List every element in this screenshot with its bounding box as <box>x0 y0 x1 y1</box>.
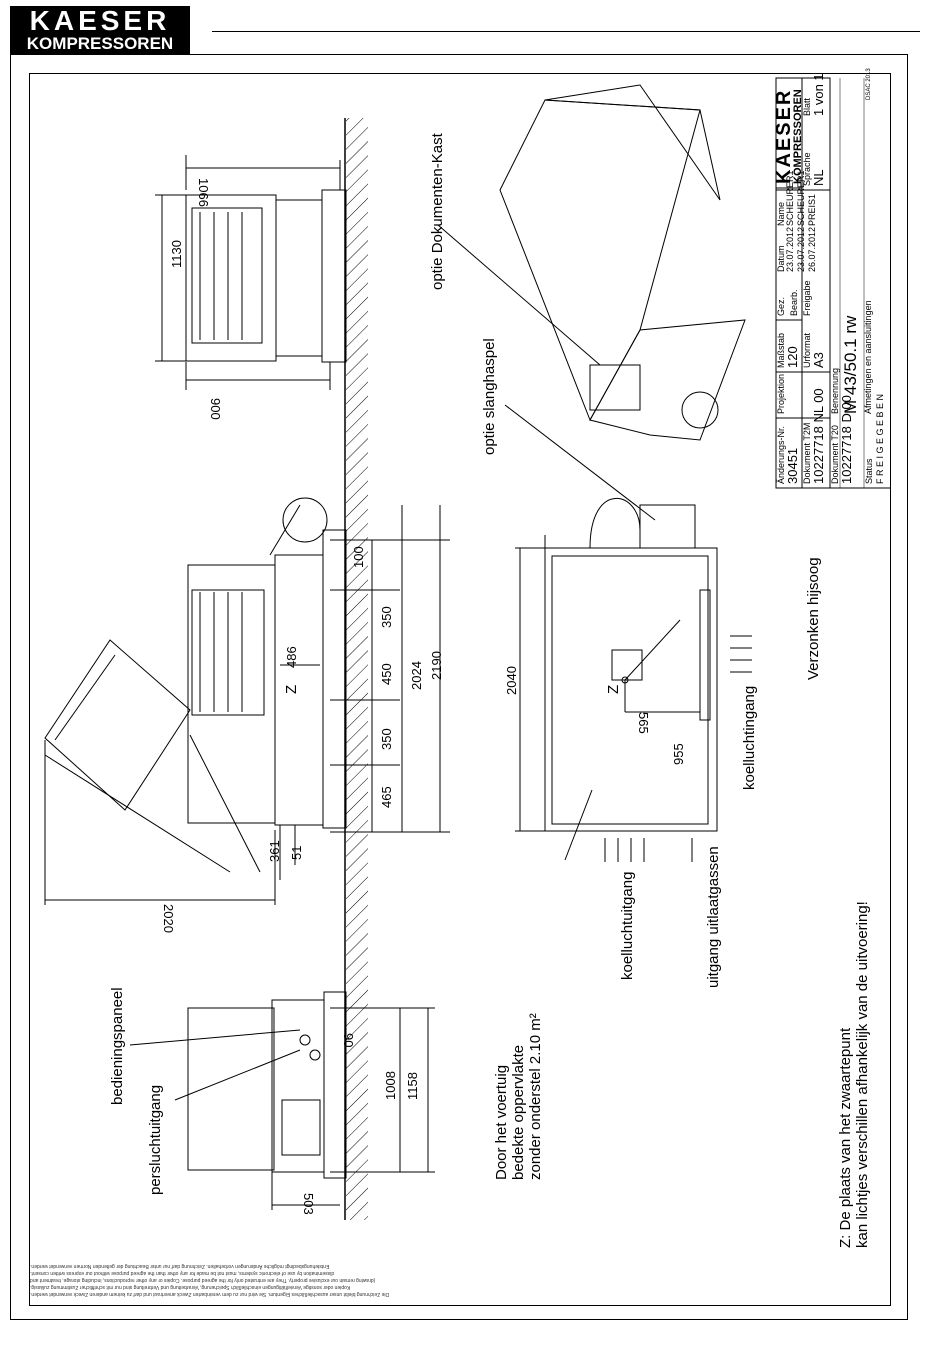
z-marker-side: Z <box>283 684 300 694</box>
tb-status: F R E I G E G E B E N <box>875 393 885 484</box>
logo-line2: KOMPRESSOREN <box>26 34 174 53</box>
dim-450: 450 <box>379 663 394 685</box>
tb-projektion-label: Projektion <box>776 373 786 414</box>
dim-1066: 1066 <box>196 178 211 207</box>
isometric-view <box>437 84 746 521</box>
dim-100: 100 <box>351 546 366 568</box>
dim-465: 465 <box>379 786 394 808</box>
tb-name3: PREIS1 <box>807 193 817 226</box>
front-view <box>155 155 347 390</box>
tb-row-freigabe: Freigabe <box>802 280 812 316</box>
label-persluchtuitgang: persluchtuitgang <box>147 1084 164 1195</box>
dim-565: 565 <box>636 712 651 734</box>
tb-dokument-t2m: 10227718 NL 00 <box>811 388 826 484</box>
label-bedieningspaneel: bedieningspaneel <box>109 987 126 1105</box>
label-slanghaspel: optie slanghaspel <box>481 338 498 455</box>
dim-2020: 2020 <box>161 904 176 933</box>
tb-benennung: M 43/50.1 rw <box>841 315 860 414</box>
tb-blatt: 1 von 1 <box>811 73 826 116</box>
label-koelluchtuitgang: koelluchtuitgang <box>619 871 636 980</box>
disclaimer-line-5: Entstehungsbedingt mögliche Änderungen v… <box>30 1263 330 1269</box>
disclaimer-line-2: Kopien oder sonstige Vervielfältigungen … <box>30 1284 351 1290</box>
ground-wall <box>344 118 368 1220</box>
disclaimer-line-1: Die Zeichnung bleibt unser ausschließlic… <box>30 1291 390 1297</box>
dim-2040: 2040 <box>504 666 519 695</box>
title-block <box>775 77 890 489</box>
dim-350b: 350 <box>379 728 394 750</box>
disclaimer: Die Zeichnung bleibt unser ausschließlic… <box>30 1262 892 1297</box>
tb-datum2: 23.07.2012 <box>796 226 806 272</box>
tb-row-bearb: Bearb. <box>789 289 799 316</box>
dim-900: 900 <box>208 398 223 420</box>
dim-2190: 2190 <box>429 651 444 680</box>
plan-view <box>515 498 752 862</box>
disclaimer-line-3: (drawing remain our exclusive property. … <box>30 1277 376 1283</box>
z-marker-plan: Z <box>605 684 622 694</box>
dim-51: 51 <box>289 845 304 860</box>
logo-line1: KAESER <box>29 5 171 36</box>
tb-status-label: Status <box>864 458 874 484</box>
tb-datum3: 26.07.2012 <box>807 226 817 272</box>
tb-row-gez: Gez. <box>776 296 786 316</box>
header-rule <box>212 31 920 32</box>
label-zwaartepunt-2: kan lichtjes verschillen afhankelijk van… <box>854 901 871 1248</box>
dim-361: 361 <box>267 840 282 862</box>
dim-350a: 350 <box>379 606 394 628</box>
label-koelluchtingang: koelluchtingang <box>741 685 758 790</box>
dim-1008: 1008 <box>383 1071 398 1100</box>
dim-955: 955 <box>671 743 686 765</box>
dim-90: 90 <box>341 1033 356 1048</box>
label-dokumenten-kast: optie Dokumenten-Kast <box>429 133 446 290</box>
kaeser-logo: KAESER KOMPRESSOREN <box>10 6 190 54</box>
label-uitlaatgassen: uitgang uitlaatgassen <box>705 846 722 988</box>
dim-503: 503 <box>301 1193 316 1215</box>
tb-corner: DSAC 2013 <box>866 68 872 100</box>
disclaimer-line-4: dissemination by use of electronic syste… <box>30 1270 335 1276</box>
label-zwaartepunt-1: Z: De plaats van het zwaartepunt <box>837 1027 854 1248</box>
label-voertuig-2: bedekte oppervlakte <box>510 1044 527 1180</box>
dim-2024: 2024 <box>409 661 424 690</box>
tb-name1: SCHEURER1 <box>785 170 795 226</box>
tb-sprache: NL <box>811 169 826 186</box>
dim-1158: 1158 <box>405 1072 420 1100</box>
label-verzonken-hijsoog: Verzonken hijsoog <box>805 557 822 680</box>
tb-benennung-sub: Afmetingen en aansluitingen <box>863 300 873 414</box>
drawing-border <box>29 73 891 1306</box>
label-voertuig-1: Door het voertuig <box>493 1064 510 1180</box>
tb-datum1: 23.07.2012 <box>785 226 795 272</box>
tb-massstab: 120 <box>785 346 800 368</box>
drawing-frame <box>10 54 908 1320</box>
label-voertuig-3: zonder onderstel 2.10 m² <box>527 1013 544 1180</box>
tb-urformat: A3 <box>811 352 826 368</box>
dim-1130: 1130 <box>169 240 184 268</box>
dim-486: 486 <box>284 646 299 668</box>
tb-benennung-label: Benennung <box>830 367 840 414</box>
rear-view <box>129 991 435 1210</box>
side-view <box>44 497 450 905</box>
tb-aenderung: 30451 <box>785 447 800 484</box>
